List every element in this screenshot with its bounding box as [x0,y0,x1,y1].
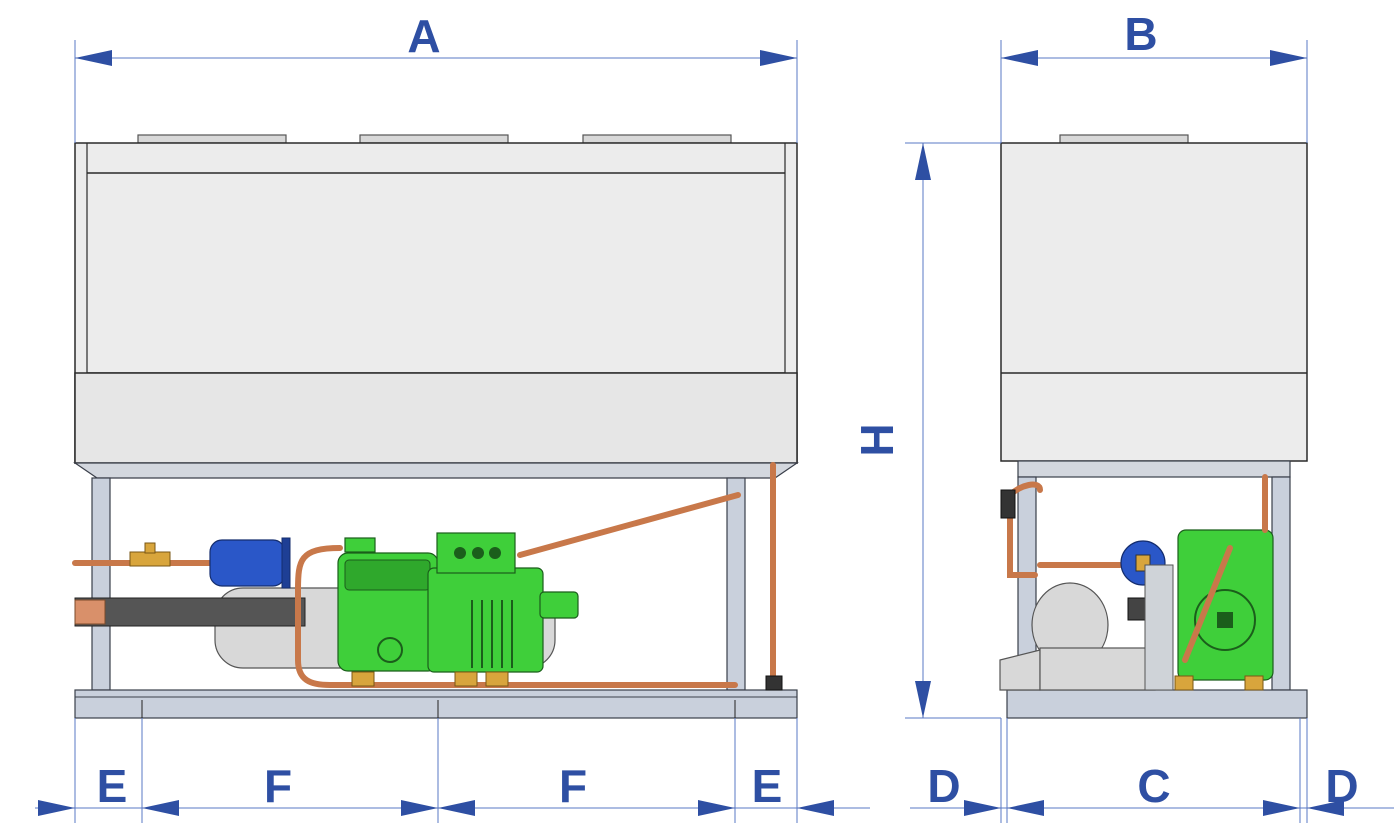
housing-base-trim [73,462,799,479]
dimension-label-a: A [407,10,440,62]
dimension-label-e-right: E [752,760,783,812]
fan-cover-1 [137,134,287,144]
side-base-rail [1006,689,1308,719]
side-view [999,134,1308,719]
base-rail [74,689,798,719]
discharge-loop-pipe [295,545,738,688]
side-compressor [1177,529,1274,681]
dimension-lines [35,40,1394,823]
vibration-mount-3 [485,671,509,687]
side-condenser-housing [1000,142,1308,462]
dimension-label-f-right: F [559,760,587,812]
side-fan-cover [1059,134,1189,144]
front-view [72,134,799,720]
discharge-riser-pipe [517,492,741,558]
frame-leg-right [726,477,746,691]
dimension-label-h: H [851,423,903,456]
vibration-mount-1 [351,671,375,687]
fan-cover-3 [582,134,732,144]
dimension-label-b: B [1124,8,1157,60]
vibration-mount-2 [454,671,478,687]
dimension-label-c: C [1137,760,1170,812]
dimension-label-d-right: D [1325,760,1358,812]
dimension-label-d-left: D [927,760,960,812]
frame-leg-left [91,477,111,691]
filter-drier [209,539,286,587]
dimension-label-f-left: F [264,760,292,812]
dimension-label-e-left: E [97,760,128,812]
suction-line-insulated [74,597,306,627]
condenser-lower-panel [74,372,798,464]
semi-hermetic-compressor [337,532,579,673]
side-leg-right [1271,476,1291,691]
fan-cover-2 [359,134,509,144]
sight-glass-valve [129,551,171,567]
